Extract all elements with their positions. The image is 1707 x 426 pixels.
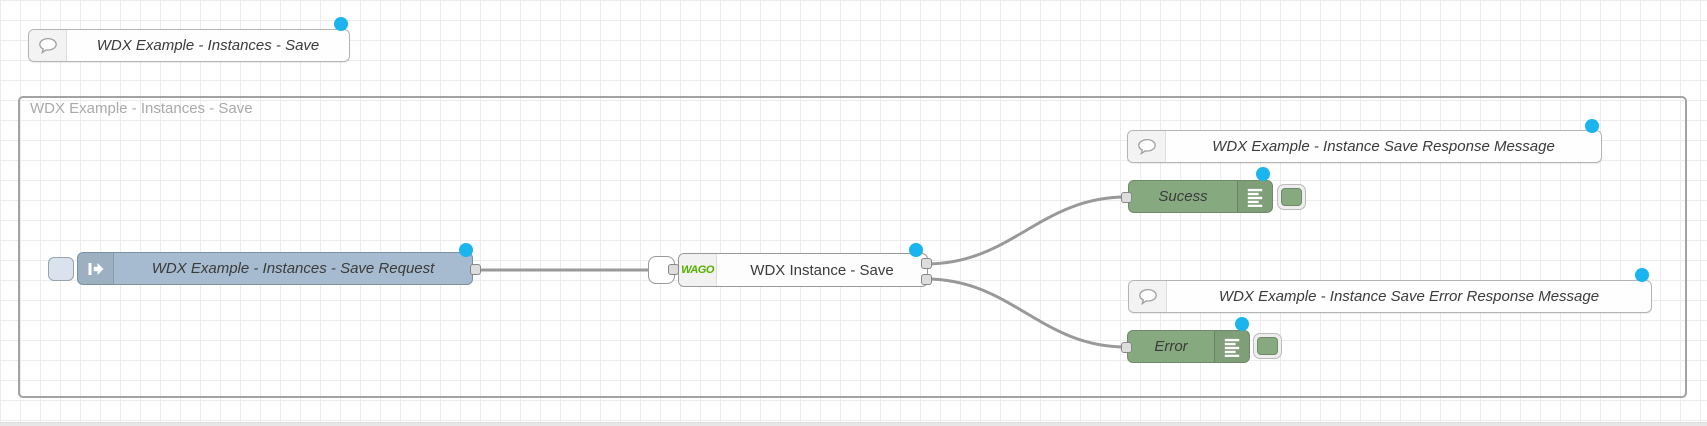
debug-list-icon [1237, 181, 1272, 212]
debug-node-label: Sucess [1158, 188, 1208, 205]
speech-bubble-icon [29, 30, 67, 61]
changed-indicator-dot [334, 17, 348, 31]
debug-node-success[interactable]: Sucess [1128, 180, 1273, 213]
wdx-save-node-label: WDX Instance - Save [750, 261, 894, 279]
inject-node-label: WDX Example - Instances - Save Request [151, 260, 435, 277]
comment-node-error-response[interactable]: WDX Example - Instance Save Error Respon… [1128, 280, 1652, 313]
debug-node-label: Error [1154, 338, 1188, 355]
changed-indicator-dot [1585, 119, 1599, 133]
inject-output-port[interactable] [470, 264, 481, 275]
wdx-save-node[interactable]: WAGO WDX Instance - Save [678, 253, 928, 287]
debug-list-icon [1214, 331, 1249, 362]
group-title: WDX Example - Instances - Save [30, 100, 253, 117]
comment-label: WDX Example - Instances - Save [96, 37, 320, 54]
debug-success-input-port[interactable] [1121, 192, 1132, 203]
wdx-input-port[interactable] [668, 264, 679, 275]
wdx-output-port-error[interactable] [921, 274, 932, 285]
debug-toggle-inner [1257, 337, 1278, 355]
comment-node-response[interactable]: WDX Example - Instance Save Response Mes… [1127, 130, 1602, 163]
wago-logo-text: WAGO [681, 264, 714, 276]
canvas-bottom-edge [0, 422, 1707, 426]
comment-node-flow-title[interactable]: WDX Example - Instances - Save [28, 29, 350, 62]
wdx-output-port-success[interactable] [921, 258, 932, 269]
changed-indicator-dot [1256, 167, 1270, 181]
debug-toggle-inner [1281, 188, 1302, 206]
debug-node-error[interactable]: Error [1127, 330, 1250, 363]
wire-wdx-to-error[interactable] [924, 277, 1128, 349]
inject-node[interactable]: WDX Example - Instances - Save Request [77, 252, 473, 285]
debug-error-input-port[interactable] [1121, 342, 1132, 353]
wire-wdx-to-success[interactable] [924, 195, 1128, 266]
wago-logo-icon: WAGO [679, 254, 717, 286]
inject-arrow-icon [78, 253, 114, 284]
speech-bubble-icon [1128, 131, 1166, 162]
changed-indicator-dot [909, 243, 923, 257]
changed-indicator-dot [1635, 268, 1649, 282]
inject-trigger-button[interactable] [48, 257, 74, 281]
speech-bubble-icon [1129, 281, 1167, 312]
debug-toggle-button-success[interactable] [1277, 184, 1306, 210]
changed-indicator-dot [459, 243, 473, 257]
changed-indicator-dot [1235, 317, 1249, 331]
group-box[interactable]: WDX Example - Instances - Save [18, 96, 1687, 398]
debug-toggle-button-error[interactable] [1253, 333, 1282, 359]
comment-label: WDX Example - Instance Save Response Mes… [1212, 138, 1555, 155]
comment-label: WDX Example - Instance Save Error Respon… [1218, 288, 1600, 305]
